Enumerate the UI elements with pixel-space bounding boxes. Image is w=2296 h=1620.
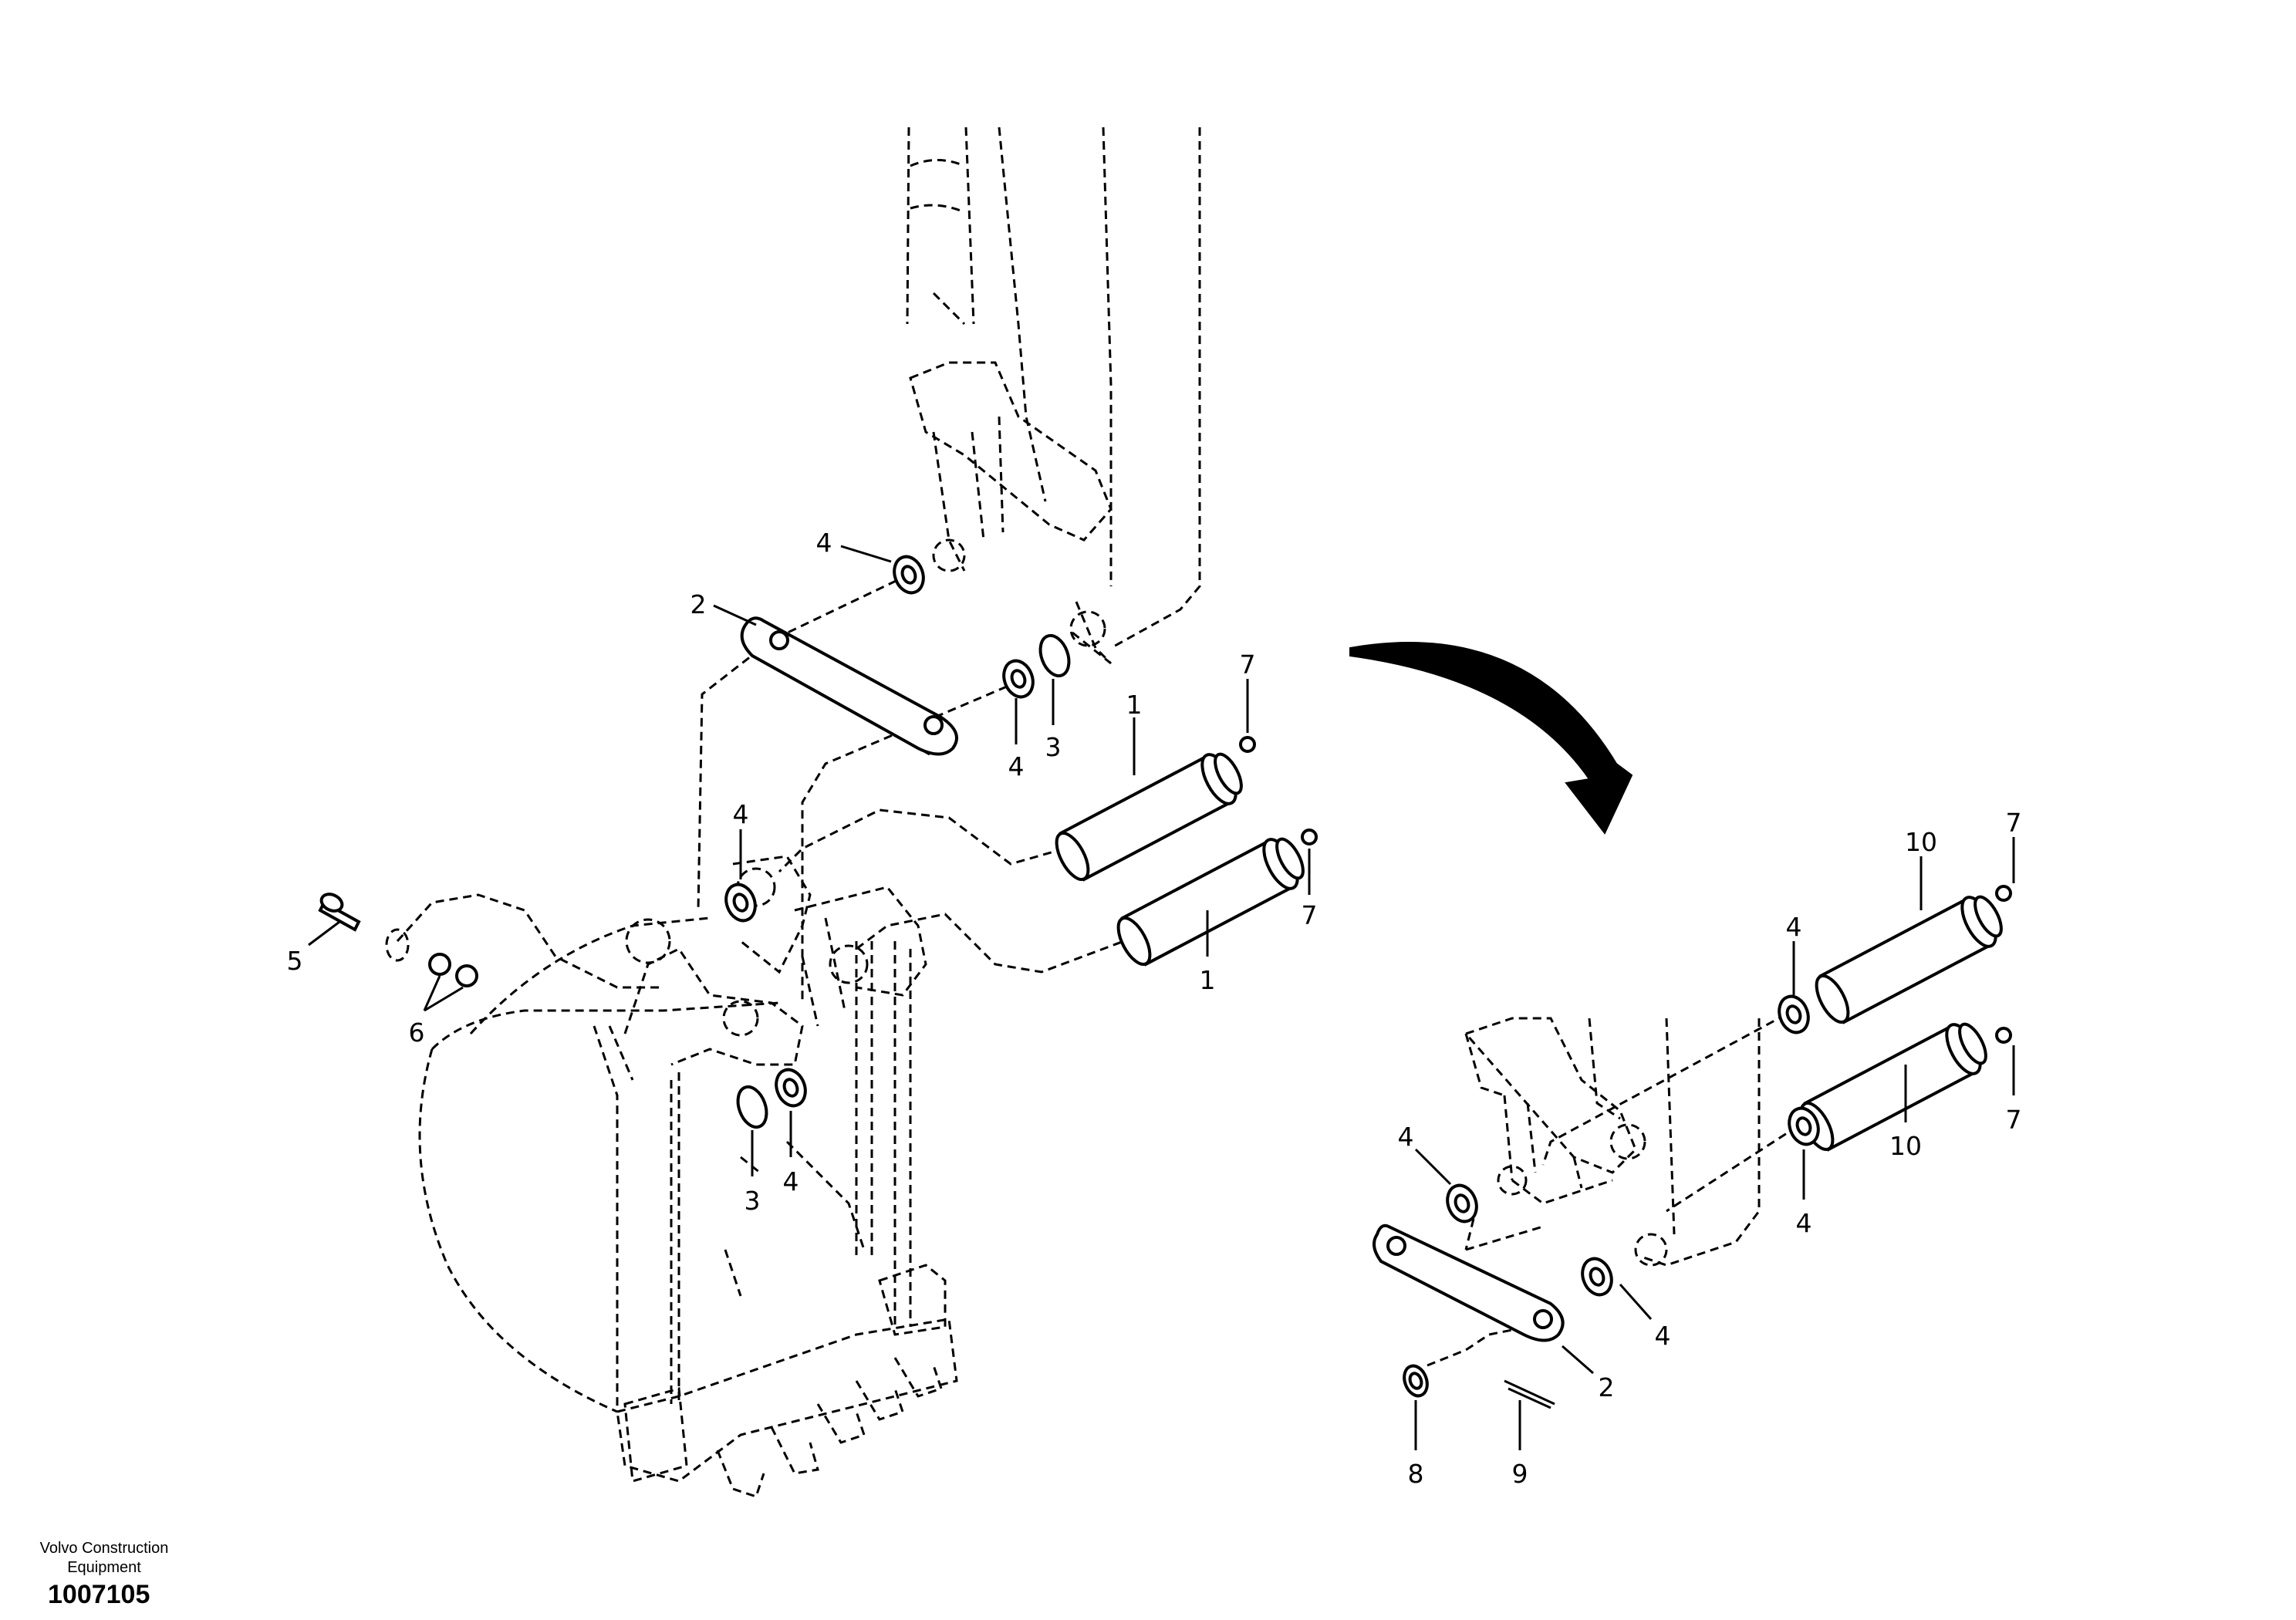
part-washers-right bbox=[1403, 994, 1820, 1398]
callout-8: 8 bbox=[1408, 1459, 1424, 1489]
part-pin-10-upper bbox=[1815, 895, 2003, 1024]
part-grease-fittings-right bbox=[1995, 885, 2012, 1044]
part-pin-1-lower bbox=[1116, 837, 1305, 967]
callout-5: 5 bbox=[287, 946, 303, 976]
company-name: Volvo Construction Equipment bbox=[39, 1540, 169, 1576]
part-nuts-6 bbox=[428, 953, 478, 987]
callout-1: 1 bbox=[1126, 690, 1143, 720]
leader-lines bbox=[308, 545, 2015, 1450]
drawing-number: 1007105 bbox=[48, 1580, 150, 1609]
callout-2: 2 bbox=[690, 589, 707, 619]
bucket-phantom bbox=[418, 855, 958, 1498]
callout-10: 10 bbox=[1905, 827, 1937, 857]
callout-3: 3 bbox=[1045, 732, 1062, 762]
callout-1: 1 bbox=[1200, 965, 1216, 995]
callout-6: 6 bbox=[409, 1018, 425, 1048]
part-washers-left bbox=[724, 555, 1035, 1108]
part-pin-1-upper bbox=[1055, 752, 1243, 882]
callout-4: 4 bbox=[1008, 751, 1025, 781]
part-link-right bbox=[1373, 1223, 1565, 1342]
part-grease-fittings-left bbox=[1239, 736, 1318, 845]
part-pin-9 bbox=[1504, 1379, 1555, 1409]
arm-phantom bbox=[906, 127, 1201, 665]
callout-4: 4 bbox=[1786, 912, 1802, 942]
callout-2: 2 bbox=[1599, 1372, 1615, 1402]
part-bolt-5 bbox=[318, 893, 410, 962]
callout-4: 4 bbox=[783, 1166, 799, 1196]
callout-7: 7 bbox=[2006, 1105, 2022, 1135]
part-orings-left bbox=[736, 633, 1071, 1129]
callout-4: 4 bbox=[733, 799, 749, 829]
callout-9: 9 bbox=[1512, 1459, 1528, 1489]
rotation-arrow bbox=[1349, 642, 1633, 835]
callout-4: 4 bbox=[1655, 1321, 1671, 1351]
callout-7: 7 bbox=[1240, 650, 1256, 680]
right-assembly-phantom bbox=[1464, 1017, 1761, 1267]
callout-4: 4 bbox=[816, 528, 832, 558]
part-pin-10-lower bbox=[1799, 1022, 1987, 1152]
callout-10: 10 bbox=[1889, 1131, 1922, 1161]
callout-4: 4 bbox=[1796, 1208, 1812, 1238]
callout-7: 7 bbox=[2006, 808, 2022, 838]
part-link-left bbox=[740, 616, 958, 756]
callout-4: 4 bbox=[1398, 1122, 1414, 1152]
callout-7: 7 bbox=[1302, 900, 1318, 930]
callout-labels: 4 2 4 3 1 7 4 1 7 5 6 3 4 7 10 4 10 7 4 … bbox=[287, 528, 2022, 1489]
callout-3: 3 bbox=[745, 1186, 761, 1216]
